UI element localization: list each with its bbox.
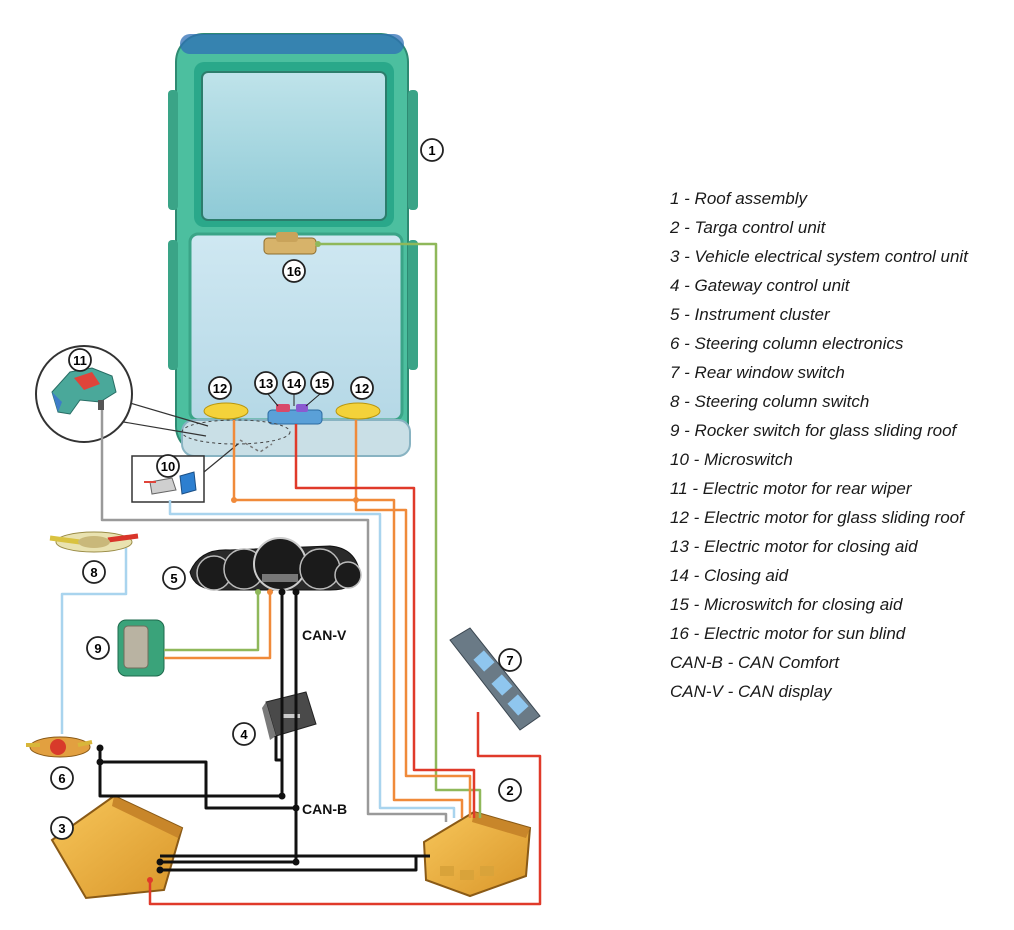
svg-text:8: 8: [90, 565, 97, 580]
callout-5: 5: [162, 566, 186, 590]
steering-column-switch: [49, 531, 139, 553]
callout-16: 16: [282, 259, 306, 283]
callout-9: 9: [86, 636, 110, 660]
sliding-roof-motor-left: [203, 402, 249, 420]
wire-orange-motor-right: [354, 420, 472, 818]
legend-item: 6 - Steering column electronics: [670, 334, 904, 353]
callout-3: 3: [50, 816, 74, 840]
can-b-wire-2: [160, 854, 430, 872]
wire-grey-wiper: [100, 410, 448, 822]
callout-15: 15: [310, 371, 334, 395]
roof-assembly: [168, 33, 418, 457]
wire-orange-rocker: [164, 592, 272, 660]
svg-text:15: 15: [315, 376, 329, 391]
rocker-switch-sliding-roof: [117, 619, 165, 677]
callout-2: 2: [498, 778, 522, 802]
callout-12-right: 12: [350, 376, 374, 400]
svg-text:6: 6: [58, 771, 65, 786]
can-v-label: CAN-V: [302, 627, 347, 643]
wiring: [60, 241, 542, 906]
instrument-cluster: [189, 537, 362, 591]
svg-text:10: 10: [161, 459, 175, 474]
legend-item: 2 - Targa control unit: [670, 218, 826, 237]
wire-lightblue-microswitch: [168, 500, 456, 818]
svg-text:4: 4: [240, 727, 248, 742]
wire-lightblue-steering: [60, 548, 128, 734]
legend-item: 10 - Microswitch: [670, 450, 793, 469]
callout-7: 7: [498, 648, 522, 672]
callout-12-left: 12: [208, 376, 232, 400]
legend-item: 16 - Electric motor for sun blind: [670, 624, 906, 643]
wire-red-rear-window: [148, 712, 542, 906]
legend-item: 8 - Steering column switch: [670, 392, 870, 411]
can-v-wire-1: [98, 592, 284, 798]
wire-green-sunblind: [318, 242, 482, 818]
sliding-roof-motor-right: [335, 402, 381, 420]
svg-text:13: 13: [259, 376, 273, 391]
gateway-control-unit: [262, 691, 317, 740]
can-b-wire-1: [100, 760, 296, 810]
closing-aid-assembly: [267, 404, 323, 425]
callout-14: 14: [282, 371, 306, 395]
legend-item: 5 - Instrument cluster: [670, 305, 830, 324]
sun-blind-motor: [263, 232, 317, 255]
svg-text:1: 1: [428, 143, 435, 158]
callout-11: 11: [68, 348, 92, 372]
svg-text:2: 2: [506, 783, 513, 798]
wire-orange-motor-left: [232, 420, 464, 818]
svg-text:11: 11: [73, 353, 87, 368]
rear-wiper-motor-inset: [35, 345, 209, 443]
legend: 1 - Roof assembly 2 - Targa control unit…: [670, 184, 968, 706]
callout-6: 6: [50, 766, 74, 790]
svg-text:7: 7: [506, 653, 513, 668]
callouts: 1 2 3 4 5 6 7 8 9 10 11 12 12 13 14 15 1…: [50, 138, 522, 840]
callout-13: 13: [254, 371, 278, 395]
svg-text:9: 9: [94, 641, 101, 656]
vehicle-electrical-control-unit: [50, 794, 184, 900]
steering-column-electronics: [26, 736, 93, 758]
legend-item: 3 - Vehicle electrical system control un…: [670, 247, 968, 266]
legend-item: 11 - Electric motor for rear wiper: [670, 479, 912, 498]
svg-text:12: 12: [213, 381, 227, 396]
callout-8: 8: [82, 560, 106, 584]
legend-item: 14 - Closing aid: [670, 566, 789, 585]
legend-item: 15 - Microswitch for closing aid: [670, 595, 903, 614]
legend-item: 4 - Gateway control unit: [670, 276, 850, 295]
legend-item: 12 - Electric motor for glass sliding ro…: [670, 508, 964, 527]
can-b-label: CAN-B: [302, 801, 347, 817]
legend-item: 7 - Rear window switch: [670, 363, 845, 382]
legend-item: CAN-V - CAN display: [670, 682, 832, 701]
svg-text:16: 16: [287, 264, 301, 279]
svg-text:5: 5: [170, 571, 177, 586]
wire-green-rocker: [164, 592, 260, 652]
legend-item: CAN-B - CAN Comfort: [670, 653, 840, 672]
legend-item: 13 - Electric motor for closing aid: [670, 537, 918, 556]
legend-item: 9 - Rocker switch for glass sliding roof: [670, 421, 957, 440]
svg-text:12: 12: [355, 381, 369, 396]
callout-10: 10: [156, 454, 180, 478]
svg-text:14: 14: [287, 376, 302, 391]
wire-red-closing-aid: [294, 424, 476, 818]
legend-item: 1 - Roof assembly: [670, 189, 807, 208]
svg-text:3: 3: [58, 821, 65, 836]
callout-4: 4: [232, 722, 256, 746]
gateway-link: [274, 736, 282, 762]
targa-control-unit: [422, 810, 532, 898]
callout-1: 1: [420, 138, 444, 162]
rear-window-switch: [449, 627, 541, 731]
